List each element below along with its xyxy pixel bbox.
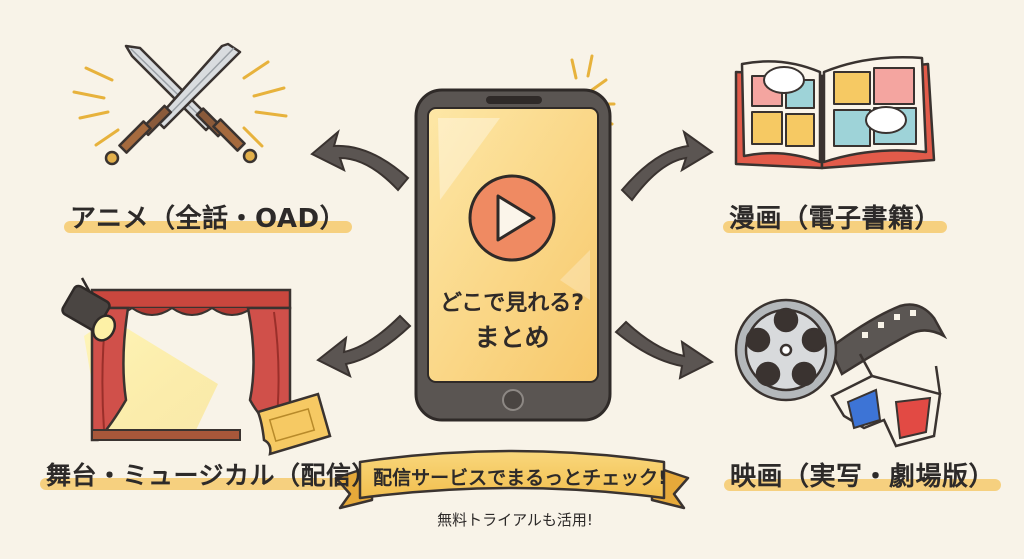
phone-summary: まとめ bbox=[474, 323, 550, 352]
category-manga-text: 漫画（電子書籍） bbox=[729, 204, 942, 234]
crossed-swords-icon bbox=[72, 42, 288, 166]
category-label-movie: 映画（実写・劇場版） bbox=[724, 456, 1002, 493]
ticket-icon bbox=[256, 392, 332, 456]
film-reel-3d-glasses-icon bbox=[734, 298, 948, 448]
category-movie-text: 映画（実写・劇場版） bbox=[730, 462, 996, 492]
category-anime-text: アニメ（全話・OAD） bbox=[70, 204, 347, 234]
stage-curtain-spotlight-icon bbox=[61, 277, 292, 442]
phone-question: どこで見れる? bbox=[439, 291, 585, 316]
category-label-anime: アニメ（全話・OAD） bbox=[64, 198, 353, 235]
arrow-to-movie bbox=[614, 320, 714, 380]
arrow-to-manga bbox=[620, 129, 714, 202]
arrow-to-stage bbox=[316, 314, 412, 378]
arrow-to-anime bbox=[310, 129, 410, 192]
category-label-manga: 漫画（電子書籍） bbox=[723, 198, 948, 235]
category-label-stage: 舞台・ミュージカル（配信） bbox=[40, 456, 384, 492]
category-stage-text: 舞台・ミュージカル（配信） bbox=[46, 461, 378, 490]
open-book-icon bbox=[734, 56, 936, 170]
ribbon-banner bbox=[334, 449, 690, 510]
smartphone-play-icon bbox=[414, 54, 616, 422]
banner-sub-text: 無料トライアルも活用! bbox=[437, 511, 593, 529]
banner-main-text: 配信サービスでまるっとチェック! bbox=[373, 467, 667, 489]
